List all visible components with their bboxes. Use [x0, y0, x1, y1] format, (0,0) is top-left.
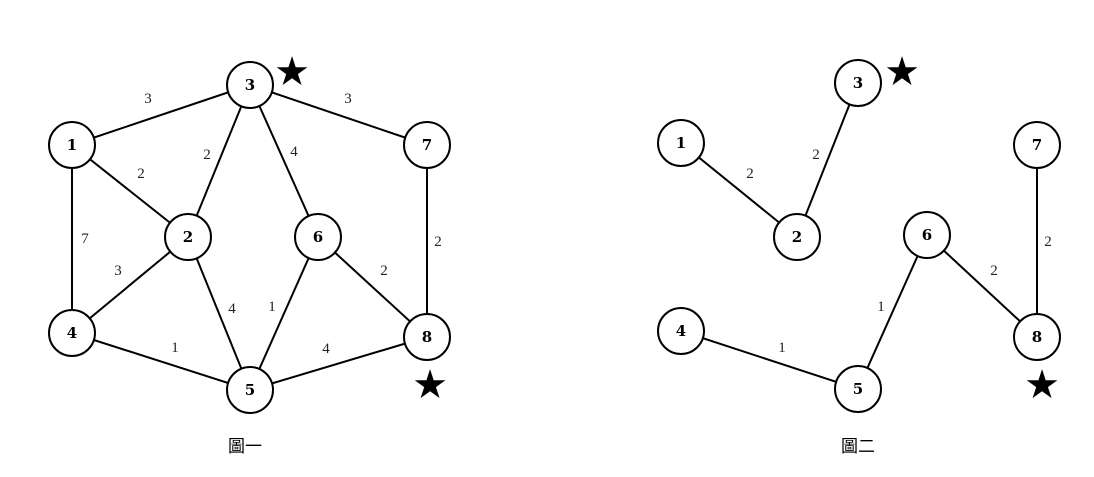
node-label: 8: [1032, 328, 1042, 346]
node-label: 5: [245, 381, 255, 399]
node-3: 3: [834, 59, 882, 107]
node-label: 8: [422, 328, 432, 346]
edge-1-3: [71, 84, 251, 146]
edge-3-6: [249, 84, 319, 238]
edge-6-8: [926, 234, 1038, 338]
edge-3-2: [187, 84, 251, 238]
star-icon: ★: [412, 362, 448, 408]
star-icon: ★: [1024, 362, 1060, 408]
edge-weight-label: 1: [778, 340, 786, 356]
node-circle: [903, 211, 951, 259]
edge-4-5: [71, 332, 251, 391]
node-2: 2: [773, 213, 821, 261]
node-label: 5: [853, 380, 863, 398]
node-8: 8: [1013, 313, 1061, 361]
node-7: 7: [403, 121, 451, 169]
edge-weight-label: 2: [812, 147, 820, 163]
node-circle: [773, 213, 821, 261]
node-circle: [657, 307, 705, 355]
node-1: 1: [657, 119, 705, 167]
node-4: 4: [48, 309, 96, 357]
edge-weight-label: 2: [203, 147, 211, 163]
edge-5-8: [249, 336, 428, 391]
edge-4-5: [680, 330, 859, 390]
node-label: 1: [676, 134, 686, 152]
edge-weight-label: 7: [81, 231, 89, 247]
node-1: 1: [48, 121, 96, 169]
node-6: 6: [903, 211, 951, 259]
edge-weight-label: 2: [380, 263, 388, 279]
node-circle: [226, 366, 274, 414]
edge-weight-label: 1: [171, 340, 179, 356]
node-circle: [226, 61, 274, 109]
node-6: 6: [294, 213, 342, 261]
node-label: 3: [853, 74, 863, 92]
figure-caption: 圖二: [841, 437, 875, 457]
graph-2: 2 2 2 2 1 1 1 2 3 4 5 6 7 8 ★ ★ 圖二: [657, 49, 1061, 457]
node-label: 2: [792, 228, 802, 246]
node-5: 5: [226, 366, 274, 414]
edge-2-5: [187, 236, 251, 391]
node-5: 5: [834, 365, 882, 413]
node-label: 3: [245, 76, 255, 94]
edge-1-2: [680, 142, 798, 238]
node-label: 1: [67, 136, 77, 154]
node-label: 4: [676, 322, 686, 340]
edge-weight-label: 1: [877, 299, 885, 315]
star-icon: ★: [274, 49, 310, 95]
edge-weight-label: 2: [137, 166, 145, 182]
edge-3-7: [249, 84, 428, 146]
edge-2-3: [796, 82, 859, 238]
node-label: 4: [67, 324, 77, 342]
node-circle: [403, 313, 451, 361]
node-circle: [834, 365, 882, 413]
edge-weight-label: 1: [268, 299, 276, 315]
edge-weight-label: 4: [228, 301, 236, 317]
node-4: 4: [657, 307, 705, 355]
node-circle: [164, 213, 212, 261]
node-label: 6: [313, 228, 323, 246]
node-circle: [657, 119, 705, 167]
node-label: 7: [422, 136, 432, 154]
edge-6-5: [857, 234, 928, 390]
node-7: 7: [1013, 121, 1061, 169]
figure-caption: 圖一: [228, 437, 262, 457]
edge-weight-label: 3: [344, 91, 352, 107]
node-circle: [48, 121, 96, 169]
node-circle: [834, 59, 882, 107]
node-label: 2: [183, 228, 193, 246]
node-circle: [403, 121, 451, 169]
edge-weight-label: 4: [290, 144, 298, 160]
edge-weight-label: 3: [144, 91, 152, 107]
node-2: 2: [164, 213, 212, 261]
edge-2-4: [71, 236, 189, 334]
node-circle: [294, 213, 342, 261]
edge-weight-label: 2: [434, 234, 442, 250]
edge-weight-label: 2: [746, 166, 754, 182]
star-icon: ★: [884, 49, 920, 95]
node-label: 6: [922, 226, 932, 244]
edge-6-8: [317, 236, 428, 338]
node-circle: [1013, 121, 1061, 169]
edge-6-5: [249, 236, 319, 391]
node-circle: [48, 309, 96, 357]
node-3: 3: [226, 61, 274, 109]
edge-weight-label: 4: [322, 341, 330, 357]
edge-1-2: [71, 144, 189, 238]
edge-weight-label: 3: [114, 263, 122, 279]
edge-weight-label: 2: [1044, 234, 1052, 250]
edge-weight-label: 2: [990, 263, 998, 279]
node-circle: [1013, 313, 1061, 361]
node-label: 7: [1032, 136, 1042, 154]
node-8: 8: [403, 313, 451, 361]
graph-1: 3 3 2 2 4 7 3 4 1 2 2 1 4 1 2 3 4 5 6 7 8 ★ ★ 圖一: [48, 49, 451, 457]
